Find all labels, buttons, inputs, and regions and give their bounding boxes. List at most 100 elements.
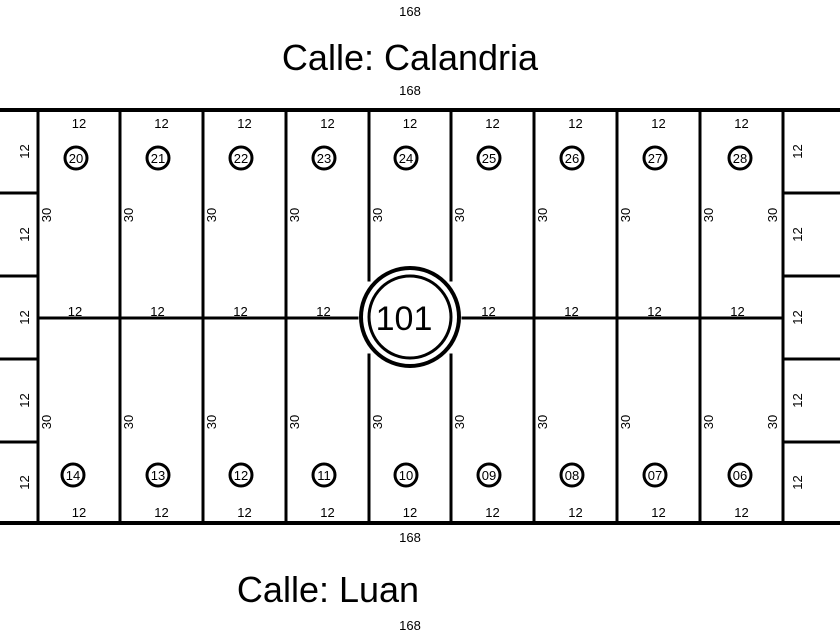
lot-frontage-label: 12 (485, 116, 499, 131)
bottom-street-length-lower: 168 (399, 618, 421, 630)
lot-frontage-label: 12 (316, 304, 330, 319)
bottom-row-lot-marker: 10 (393, 462, 419, 488)
lot-depth-label: 30 (535, 415, 550, 429)
lot-frontage-label: 12 (481, 304, 495, 319)
lot-number: 27 (648, 151, 662, 166)
lot-depth-label: 30 (39, 208, 54, 222)
lot-depth-label: 30 (370, 208, 385, 222)
lot-marker-ring (476, 145, 502, 171)
lot-frontage-label: 12 (564, 304, 578, 319)
top-row-lot-marker: 28 (727, 145, 753, 171)
bottom-row-lot-marker: 06 (727, 462, 753, 488)
bottom-row-lot-marker: 11 (311, 462, 337, 488)
bottom-row-lot-marker: 13 (145, 462, 171, 488)
lot-frontage-label: 12 (730, 304, 744, 319)
lot-depth-label: 30 (121, 208, 136, 222)
lot-number: 11 (317, 468, 331, 483)
lot-depth-label: 30 (287, 208, 302, 222)
lot-frontage-label: 12 (237, 505, 251, 520)
lot-frontage-label: 12 (233, 304, 247, 319)
bottom-row-lot-marker: 12 (228, 462, 254, 488)
lot-depth-label: 30 (765, 208, 780, 222)
lot-number: 12 (234, 468, 248, 483)
side-lot-frontage-label: 12 (790, 144, 805, 158)
lot-frontage-label: 12 (485, 505, 499, 520)
lot-number: 09 (482, 468, 496, 483)
side-lot-frontage-label: 12 (17, 227, 32, 241)
bottom-street-name: Calle: Luan (237, 569, 419, 610)
lot-number: 23 (317, 151, 331, 166)
block-number-badge: 101 (359, 266, 461, 368)
lot-depth-label: 30 (204, 208, 219, 222)
lot-depth-label: 30 (204, 415, 219, 429)
lot-frontage-label: 12 (320, 505, 334, 520)
lot-marker-ring (727, 145, 753, 171)
lot-frontage-label: 12 (647, 304, 661, 319)
side-lot-frontage-label: 12 (17, 393, 32, 407)
lot-depth-label: 30 (287, 415, 302, 429)
side-lot-frontage-label: 12 (17, 475, 32, 489)
lot-depth-label: 30 (121, 415, 136, 429)
lot-number: 26 (565, 151, 579, 166)
top-row-lot-marker: 23 (311, 145, 337, 171)
bottom-row-lot-marker: 14 (60, 462, 86, 488)
side-lot-frontage-label: 12 (17, 310, 32, 324)
lot-depth-label: 30 (452, 208, 467, 222)
lot-frontage-label: 12 (651, 505, 665, 520)
lot-marker-ring (393, 145, 419, 171)
top-street-name: Calle: Calandria (282, 37, 539, 78)
lot-frontage-label: 12 (154, 505, 168, 520)
lot-number: 06 (733, 468, 747, 483)
bottom-row-lot-marker: 07 (642, 462, 668, 488)
block-number: 101 (376, 300, 433, 338)
top-row-lot-marker: 25 (476, 145, 502, 171)
lot-depth-label: 30 (535, 208, 550, 222)
lot-marker-ring (63, 145, 89, 171)
lot-depth-label: 30 (701, 208, 716, 222)
side-lot-frontage-label: 12 (790, 310, 805, 324)
lot-marker-ring (642, 145, 668, 171)
top-row-lot-marker: 26 (559, 145, 585, 171)
lot-frontage-label: 12 (403, 116, 417, 131)
lot-frontage-label: 12 (237, 116, 251, 131)
lot-depth-label: 30 (618, 415, 633, 429)
lot-marker-ring (60, 462, 86, 488)
lot-number: 10 (399, 468, 413, 483)
lot-marker-ring (145, 145, 171, 171)
bottom-row-lot-marker: 08 (559, 462, 585, 488)
lot-marker-ring (228, 462, 254, 488)
bottom-street-length-upper: 168 (399, 530, 421, 545)
lot-depth-label: 30 (370, 415, 385, 429)
lot-frontage-label: 12 (320, 116, 334, 131)
lot-frontage-label: 12 (72, 505, 86, 520)
lot-frontage-label: 12 (403, 505, 417, 520)
top-row-lot-marker: 22 (228, 145, 254, 171)
lot-frontage-label: 12 (68, 304, 82, 319)
lot-frontage-label: 12 (568, 505, 582, 520)
lot-marker-ring (393, 462, 419, 488)
top-row-lot-marker: 27 (642, 145, 668, 171)
lot-depth-label: 30 (39, 415, 54, 429)
lot-markers: 20 21 22 23 24 25 26 27 28 14 13 12 11 10 09 08 07 06 (60, 145, 753, 488)
lot-marker-ring (145, 462, 171, 488)
lot-frontage-label: 12 (72, 116, 86, 131)
lot-depth-label: 30 (765, 415, 780, 429)
lot-marker-ring (559, 462, 585, 488)
lot-number: 20 (69, 151, 83, 166)
top-street-length-upper: 168 (399, 4, 421, 19)
lot-frontage-label: 12 (734, 505, 748, 520)
lot-marker-ring (228, 145, 254, 171)
lot-number: 21 (151, 151, 165, 166)
lot-lines (0, 108, 840, 525)
top-street-length-lower: 168 (399, 83, 421, 98)
top-row-lot-marker: 21 (145, 145, 171, 171)
lot-depth-label: 30 (701, 415, 716, 429)
lot-marker-ring (727, 462, 753, 488)
lot-number: 24 (399, 151, 413, 166)
lot-number: 25 (482, 151, 496, 166)
lot-marker-ring (311, 145, 337, 171)
lot-number: 08 (565, 468, 579, 483)
side-lot-frontage-label: 12 (790, 475, 805, 489)
lot-depth-label: 30 (618, 208, 633, 222)
lot-frontage-label: 12 (568, 116, 582, 131)
